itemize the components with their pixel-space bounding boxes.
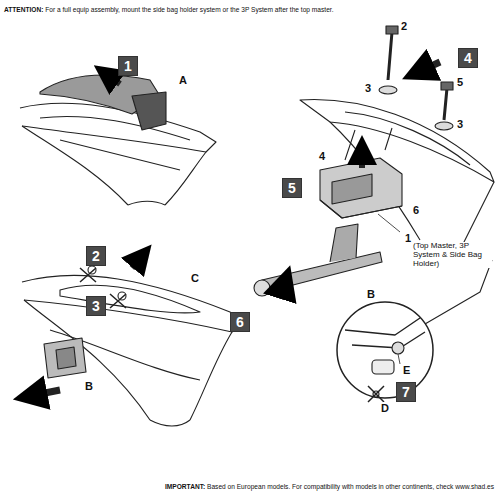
part-callout: 3 [364,82,372,94]
step-number-box: 6 [230,312,250,332]
step-number-box: 4 [458,48,478,68]
step-number: 5 [288,180,296,196]
step-number: 1 [124,58,132,74]
part-callout: 2 [400,20,408,32]
part-callout: A [178,74,188,86]
part-callout: 5 [456,76,464,88]
part-callout: C [190,272,200,284]
note-heading: IMPORTANT: [165,483,205,490]
note-heading: ATTENTION: [4,6,43,13]
step-number-box: 2 [86,246,106,266]
step-number: 3 [92,298,100,314]
important-note: IMPORTANT: Based on European models. For… [165,483,494,490]
note-text: For a full equip assembly, mount the sid… [45,6,333,13]
step-number-box: 7 [396,382,416,402]
step-number: 4 [464,50,472,66]
part-callout: B [366,288,376,300]
part-callout: E [402,364,411,376]
step-number: 6 [236,314,244,330]
step-number-box: 3 [86,296,106,316]
step-number-box: 5 [282,178,302,198]
part-callout: B [84,380,94,392]
note-text: Based on European models. For compatibil… [207,483,494,490]
part-callout: D [380,402,390,414]
part-callout: 3 [456,118,464,130]
part-callout: 4 [318,150,326,162]
part-callout: 6 [412,204,420,216]
step-number: 7 [402,384,410,400]
step-number-box: 1 [118,56,138,76]
step-number: 2 [92,248,100,264]
part-description: (Top Master, 3P System & Side Bag Holder… [412,242,492,268]
attention-note: ATTENTION: For a full equip assembly, mo… [4,6,333,13]
part-callout: 1 [404,232,412,244]
